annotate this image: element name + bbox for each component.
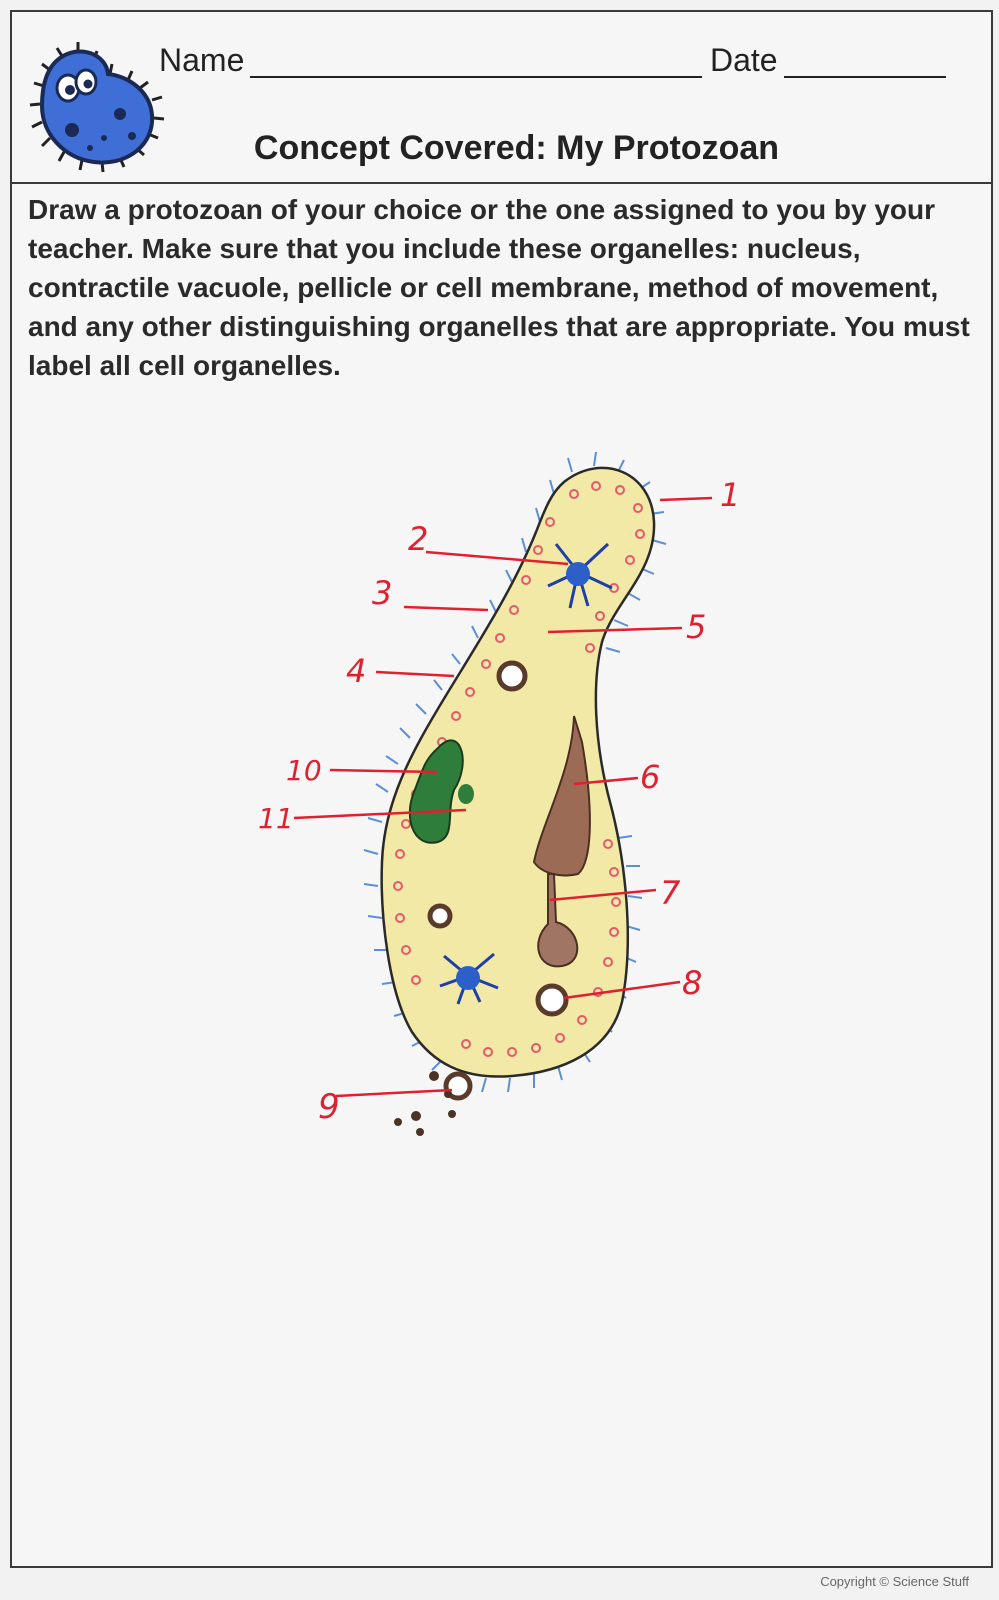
label-8: 8 bbox=[682, 964, 702, 1002]
label-7: 7 bbox=[660, 874, 681, 912]
macronucleus bbox=[408, 739, 464, 844]
label-2: 2 bbox=[408, 520, 428, 558]
label-11: 11 bbox=[258, 802, 294, 835]
label-9: 9 bbox=[318, 1087, 340, 1127]
label-3: 3 bbox=[372, 574, 392, 612]
micronucleus bbox=[458, 784, 474, 804]
date-label: Date bbox=[710, 42, 778, 78]
protozoan-logo-icon bbox=[29, 42, 165, 173]
paramecium-drawing: 1 2 3 4 5 6 7 8 9 10 11 bbox=[258, 451, 740, 1136]
name-field[interactable] bbox=[250, 76, 702, 78]
worksheet-header: Name Date Concept Covered: My Protozoan bbox=[12, 12, 991, 184]
instructions-text: Draw a protozoan of your choice or the o… bbox=[28, 194, 970, 381]
label-6: 6 bbox=[640, 758, 660, 796]
copyright-text: Copyright © Science Stuff bbox=[820, 1574, 969, 1589]
anal-pore bbox=[394, 1071, 456, 1136]
label-4: 4 bbox=[346, 652, 366, 690]
name-label: Name bbox=[159, 42, 245, 78]
concept-title: Concept Covered: My Protozoan bbox=[253, 129, 780, 167]
gullet bbox=[537, 873, 579, 968]
food-vacuole-icon bbox=[427, 660, 569, 1101]
date-field[interactable] bbox=[784, 76, 946, 78]
cilia bbox=[363, 451, 667, 1093]
label-1: 1 bbox=[720, 476, 740, 514]
label-10: 10 bbox=[286, 754, 322, 787]
pellicle bbox=[393, 481, 645, 1057]
cell-body bbox=[380, 466, 656, 1078]
worksheet: Name Date Concept Covered: My Protozoan … bbox=[10, 10, 993, 1568]
label-5: 5 bbox=[686, 608, 706, 646]
contractile-vacuole-icon bbox=[439, 542, 613, 1005]
